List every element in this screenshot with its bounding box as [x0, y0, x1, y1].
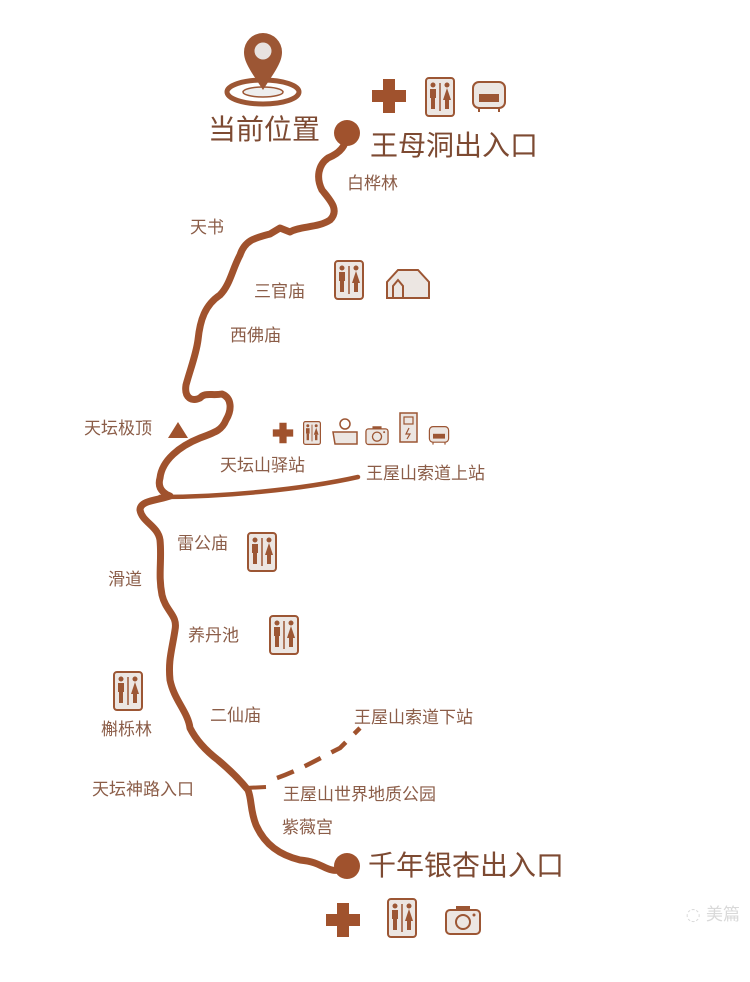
shelter-icon: [386, 269, 430, 299]
stop-label[interactable]: 天坛极顶: [84, 419, 152, 439]
first-aid-icon: [272, 422, 294, 444]
stop-label[interactable]: 雷公庙: [177, 534, 228, 554]
restroom-icon: [269, 615, 299, 655]
first-aid-icon: [326, 903, 360, 937]
rest-area-icon: [428, 426, 450, 446]
end-entrance-label[interactable]: 千年银杏出入口: [368, 849, 565, 882]
start-entrance-label[interactable]: 王母洞出入口: [370, 129, 539, 162]
start-point-marker: [334, 120, 360, 146]
stop-label[interactable]: 王屋山索道上站: [366, 464, 485, 484]
stop-label[interactable]: 三官庙: [254, 282, 305, 302]
rest-area-icon: [472, 81, 506, 113]
restroom-icon: [247, 532, 277, 572]
end-point-marker: [334, 853, 360, 879]
watermark: ◌ 美篇: [685, 905, 740, 925]
stop-label[interactable]: 白桦林: [347, 174, 398, 194]
stop-label[interactable]: 王屋山世界地质公园: [283, 785, 436, 805]
current-position-label: 当前位置: [208, 113, 321, 146]
photo-spot-icon: [365, 425, 389, 446]
info-desk-icon: [332, 418, 358, 445]
stop-label[interactable]: 天坛山驿站: [220, 456, 305, 476]
location-pin-icon: [224, 33, 302, 107]
stop-label[interactable]: 紫薇宫: [282, 818, 333, 838]
stop-label[interactable]: 滑道: [108, 570, 142, 590]
stop-label[interactable]: 槲栎林: [101, 720, 152, 740]
stop-label[interactable]: 天书: [190, 218, 224, 238]
peak-triangle-icon: [168, 422, 188, 438]
trail-path: [136, 129, 350, 874]
stop-label[interactable]: 西佛庙: [230, 326, 281, 346]
stop-label[interactable]: 二仙庙: [210, 706, 261, 726]
stop-label[interactable]: 王屋山索道下站: [354, 708, 473, 728]
restroom-icon: [334, 260, 364, 300]
restroom-icon: [425, 77, 455, 117]
charging-icon: [399, 412, 418, 443]
first-aid-icon: [372, 79, 406, 113]
restroom-icon: [303, 421, 321, 445]
photo-spot-icon: [445, 905, 481, 935]
stop-label[interactable]: 天坛神路入口: [92, 780, 194, 800]
restroom-icon: [113, 671, 143, 711]
lower-cableway-line: [276, 726, 362, 781]
upper-cableway-line: [157, 474, 361, 500]
stop-label[interactable]: 养丹池: [188, 626, 239, 646]
restroom-icon: [387, 898, 417, 938]
